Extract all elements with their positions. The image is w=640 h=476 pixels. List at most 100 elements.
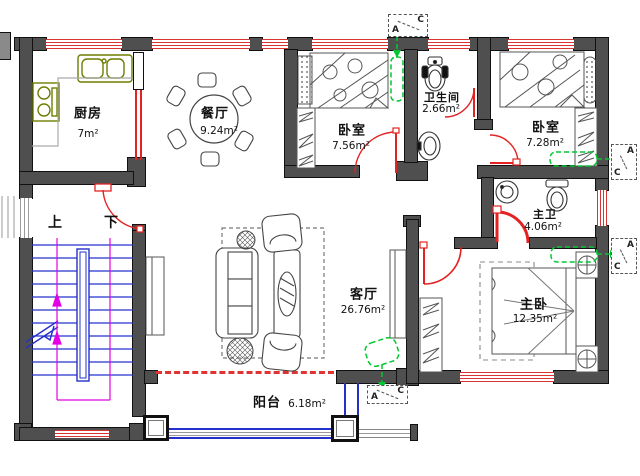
room-area-bedroom-1: 7.56m² — [332, 140, 370, 152]
railing — [359, 429, 413, 438]
toilet — [545, 179, 569, 212]
room-label-kitchen: 厨房 — [73, 106, 103, 122]
ac-diagonal — [620, 249, 628, 264]
nightstand — [575, 345, 599, 373]
ac-marker: A C — [611, 144, 637, 180]
wall — [553, 370, 609, 384]
ac-diagonal — [620, 155, 628, 170]
ac-unit — [364, 336, 400, 368]
ac-label-a: A — [371, 392, 378, 402]
wall — [454, 237, 498, 249]
room-label-bathroom: 卫生间 — [424, 91, 460, 104]
room-area-kitchen: 7m² — [77, 128, 99, 140]
room-label-dining: 餐厅 — [200, 106, 230, 122]
room-area-balcony: 6.18m² — [288, 398, 326, 410]
master-bath-door — [492, 205, 530, 244]
ac-marker: A C — [611, 238, 637, 274]
ac-unit — [549, 151, 598, 167]
wall — [477, 165, 609, 179]
railing — [344, 383, 359, 415]
stairs — [25, 244, 133, 382]
ac-label-c: C — [397, 386, 404, 396]
master-bedroom-door — [419, 241, 462, 285]
window — [460, 372, 554, 382]
room-area-dining: 9.24m² — [200, 125, 238, 137]
room-label-living: 客厅 — [349, 287, 379, 303]
window-ledge — [1, 196, 15, 238]
kitchen-sliding-door — [135, 90, 142, 160]
wall — [595, 37, 609, 191]
window — [597, 190, 607, 226]
dresser — [296, 107, 316, 169]
ac-label-a: A — [627, 240, 634, 250]
armchair — [261, 332, 303, 372]
wall-partition — [133, 52, 144, 90]
window — [508, 39, 574, 49]
plant — [236, 230, 256, 250]
stairs-down-label: 下 — [104, 215, 118, 231]
wall — [249, 37, 263, 51]
window — [312, 39, 388, 49]
wardrobe — [419, 297, 443, 373]
armchair — [261, 213, 303, 253]
bed — [491, 267, 577, 355]
ac-label-a: A — [392, 25, 399, 35]
balcony-column — [143, 415, 169, 441]
window — [20, 198, 32, 238]
wardrobe — [574, 107, 598, 167]
window — [428, 39, 470, 49]
window — [46, 39, 122, 49]
wall — [19, 37, 33, 199]
window — [152, 39, 250, 49]
nightstand — [575, 251, 599, 279]
wall — [387, 37, 429, 51]
wall — [474, 119, 493, 130]
room-label-master-bath: 主卫 — [533, 208, 557, 221]
room-area-master-bath: 4.06m² — [524, 221, 562, 233]
room-label-balcony: 阳台 — [252, 395, 282, 411]
ac-marker: A C — [367, 385, 408, 404]
window — [262, 39, 288, 49]
wall — [477, 37, 491, 123]
wash-basin — [416, 131, 441, 161]
bolster-pillow — [583, 56, 597, 104]
room-label-bedroom-2: 卧室 — [531, 120, 561, 136]
ac-label-c: C — [614, 262, 621, 272]
wall — [529, 237, 597, 249]
room-label-bedroom-1: 卧室 — [337, 123, 367, 139]
wall — [132, 230, 146, 417]
dining-chairs — [166, 72, 254, 167]
stair-direction-lines — [52, 238, 111, 401]
kitchen-sink — [77, 54, 133, 83]
wall — [19, 171, 134, 185]
stairs-up-label: 上 — [48, 215, 62, 231]
wall — [404, 49, 418, 163]
exterior-stub — [0, 32, 11, 60]
wall — [406, 219, 419, 384]
sofa — [215, 247, 259, 339]
bathroom-door — [444, 87, 475, 118]
balcony-sliding-door — [156, 371, 334, 374]
plant — [226, 337, 254, 365]
coffee-table — [273, 249, 301, 339]
room-area-bathroom: 2.66m² — [422, 103, 460, 115]
ac-diagonal — [376, 389, 399, 400]
room-area-living: 26.76m² — [340, 304, 386, 316]
wall — [144, 370, 158, 384]
toilet — [421, 56, 449, 92]
room-label-master-bedroom: 主卧 — [519, 297, 549, 313]
doors — [94, 87, 530, 285]
wall — [410, 424, 418, 441]
bedroom2-door — [489, 134, 521, 166]
balcony-railing — [168, 428, 332, 439]
ac-unit — [390, 56, 404, 102]
tv-cabinet — [145, 256, 165, 336]
dining-table — [189, 94, 239, 144]
round-basin — [495, 180, 519, 204]
wall — [595, 225, 609, 384]
bedroom1-door — [354, 127, 400, 174]
bed — [309, 52, 390, 109]
wall — [19, 237, 33, 429]
bed — [499, 51, 586, 108]
